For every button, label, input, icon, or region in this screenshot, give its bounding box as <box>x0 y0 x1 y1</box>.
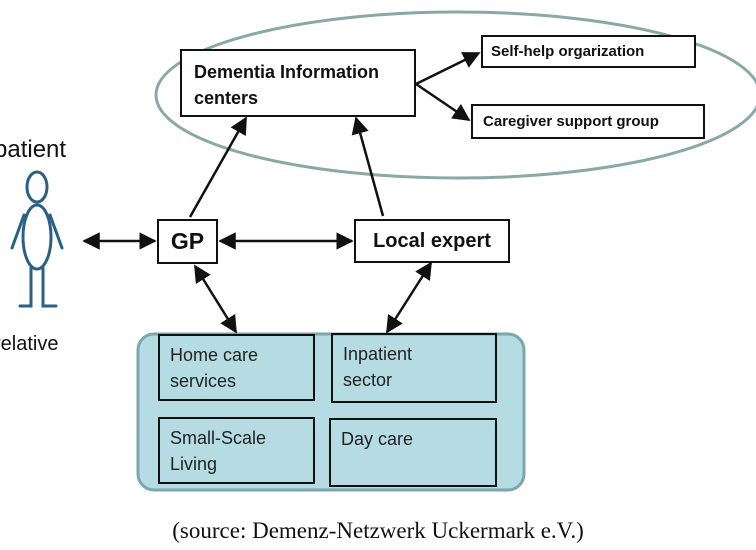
small-scale-living-box: Small-Scale Living <box>158 417 315 484</box>
inpatient-sector-label: Inpatient sector <box>343 344 413 390</box>
caregiver-support-group-label: Caregiver support group <box>483 113 659 130</box>
caregiver-support-group-box: Caregiver support group <box>471 104 705 139</box>
day-care-box: Day care <box>329 418 497 487</box>
gp-label: GP <box>170 228 205 254</box>
day-care-label: Day care <box>341 429 414 449</box>
self-help-organization-box: Self-help orgarization <box>481 35 696 68</box>
self-help-organization-label: Self-help orgarization <box>491 43 645 60</box>
gp-box: GP <box>157 219 218 264</box>
dementia-information-centers-box: Dementia Information centers <box>180 49 416 117</box>
inpatient-sector-box: Inpatient sector <box>331 333 497 403</box>
arrow-dementia-to-caregiver <box>415 82 471 122</box>
arrow-gp-to-dementia <box>188 116 248 218</box>
dementia-information-centers-label: Dementia Information centers <box>194 62 380 108</box>
arrow-expert-services <box>385 261 433 334</box>
local-expert-label: Local expert <box>373 230 491 252</box>
home-care-services-box: Home care services <box>158 334 315 401</box>
information-network-ellipse <box>154 10 756 180</box>
person-icon <box>10 170 64 308</box>
source-caption: (source: Demenz-Netzwerk Uckermark e.V.) <box>172 518 584 543</box>
relative-label: relative <box>0 333 59 355</box>
arrow-dementia-to-selfhelp <box>415 51 481 86</box>
home-care-services-label: Home care services <box>170 345 259 391</box>
local-expert-box: Local expert <box>354 219 510 263</box>
patient-label: patient <box>0 136 67 163</box>
arrow-gp-services <box>193 264 238 334</box>
small-scale-living-label: Small-Scale Living <box>170 428 267 474</box>
arrow-expert-to-dementia <box>351 116 385 217</box>
